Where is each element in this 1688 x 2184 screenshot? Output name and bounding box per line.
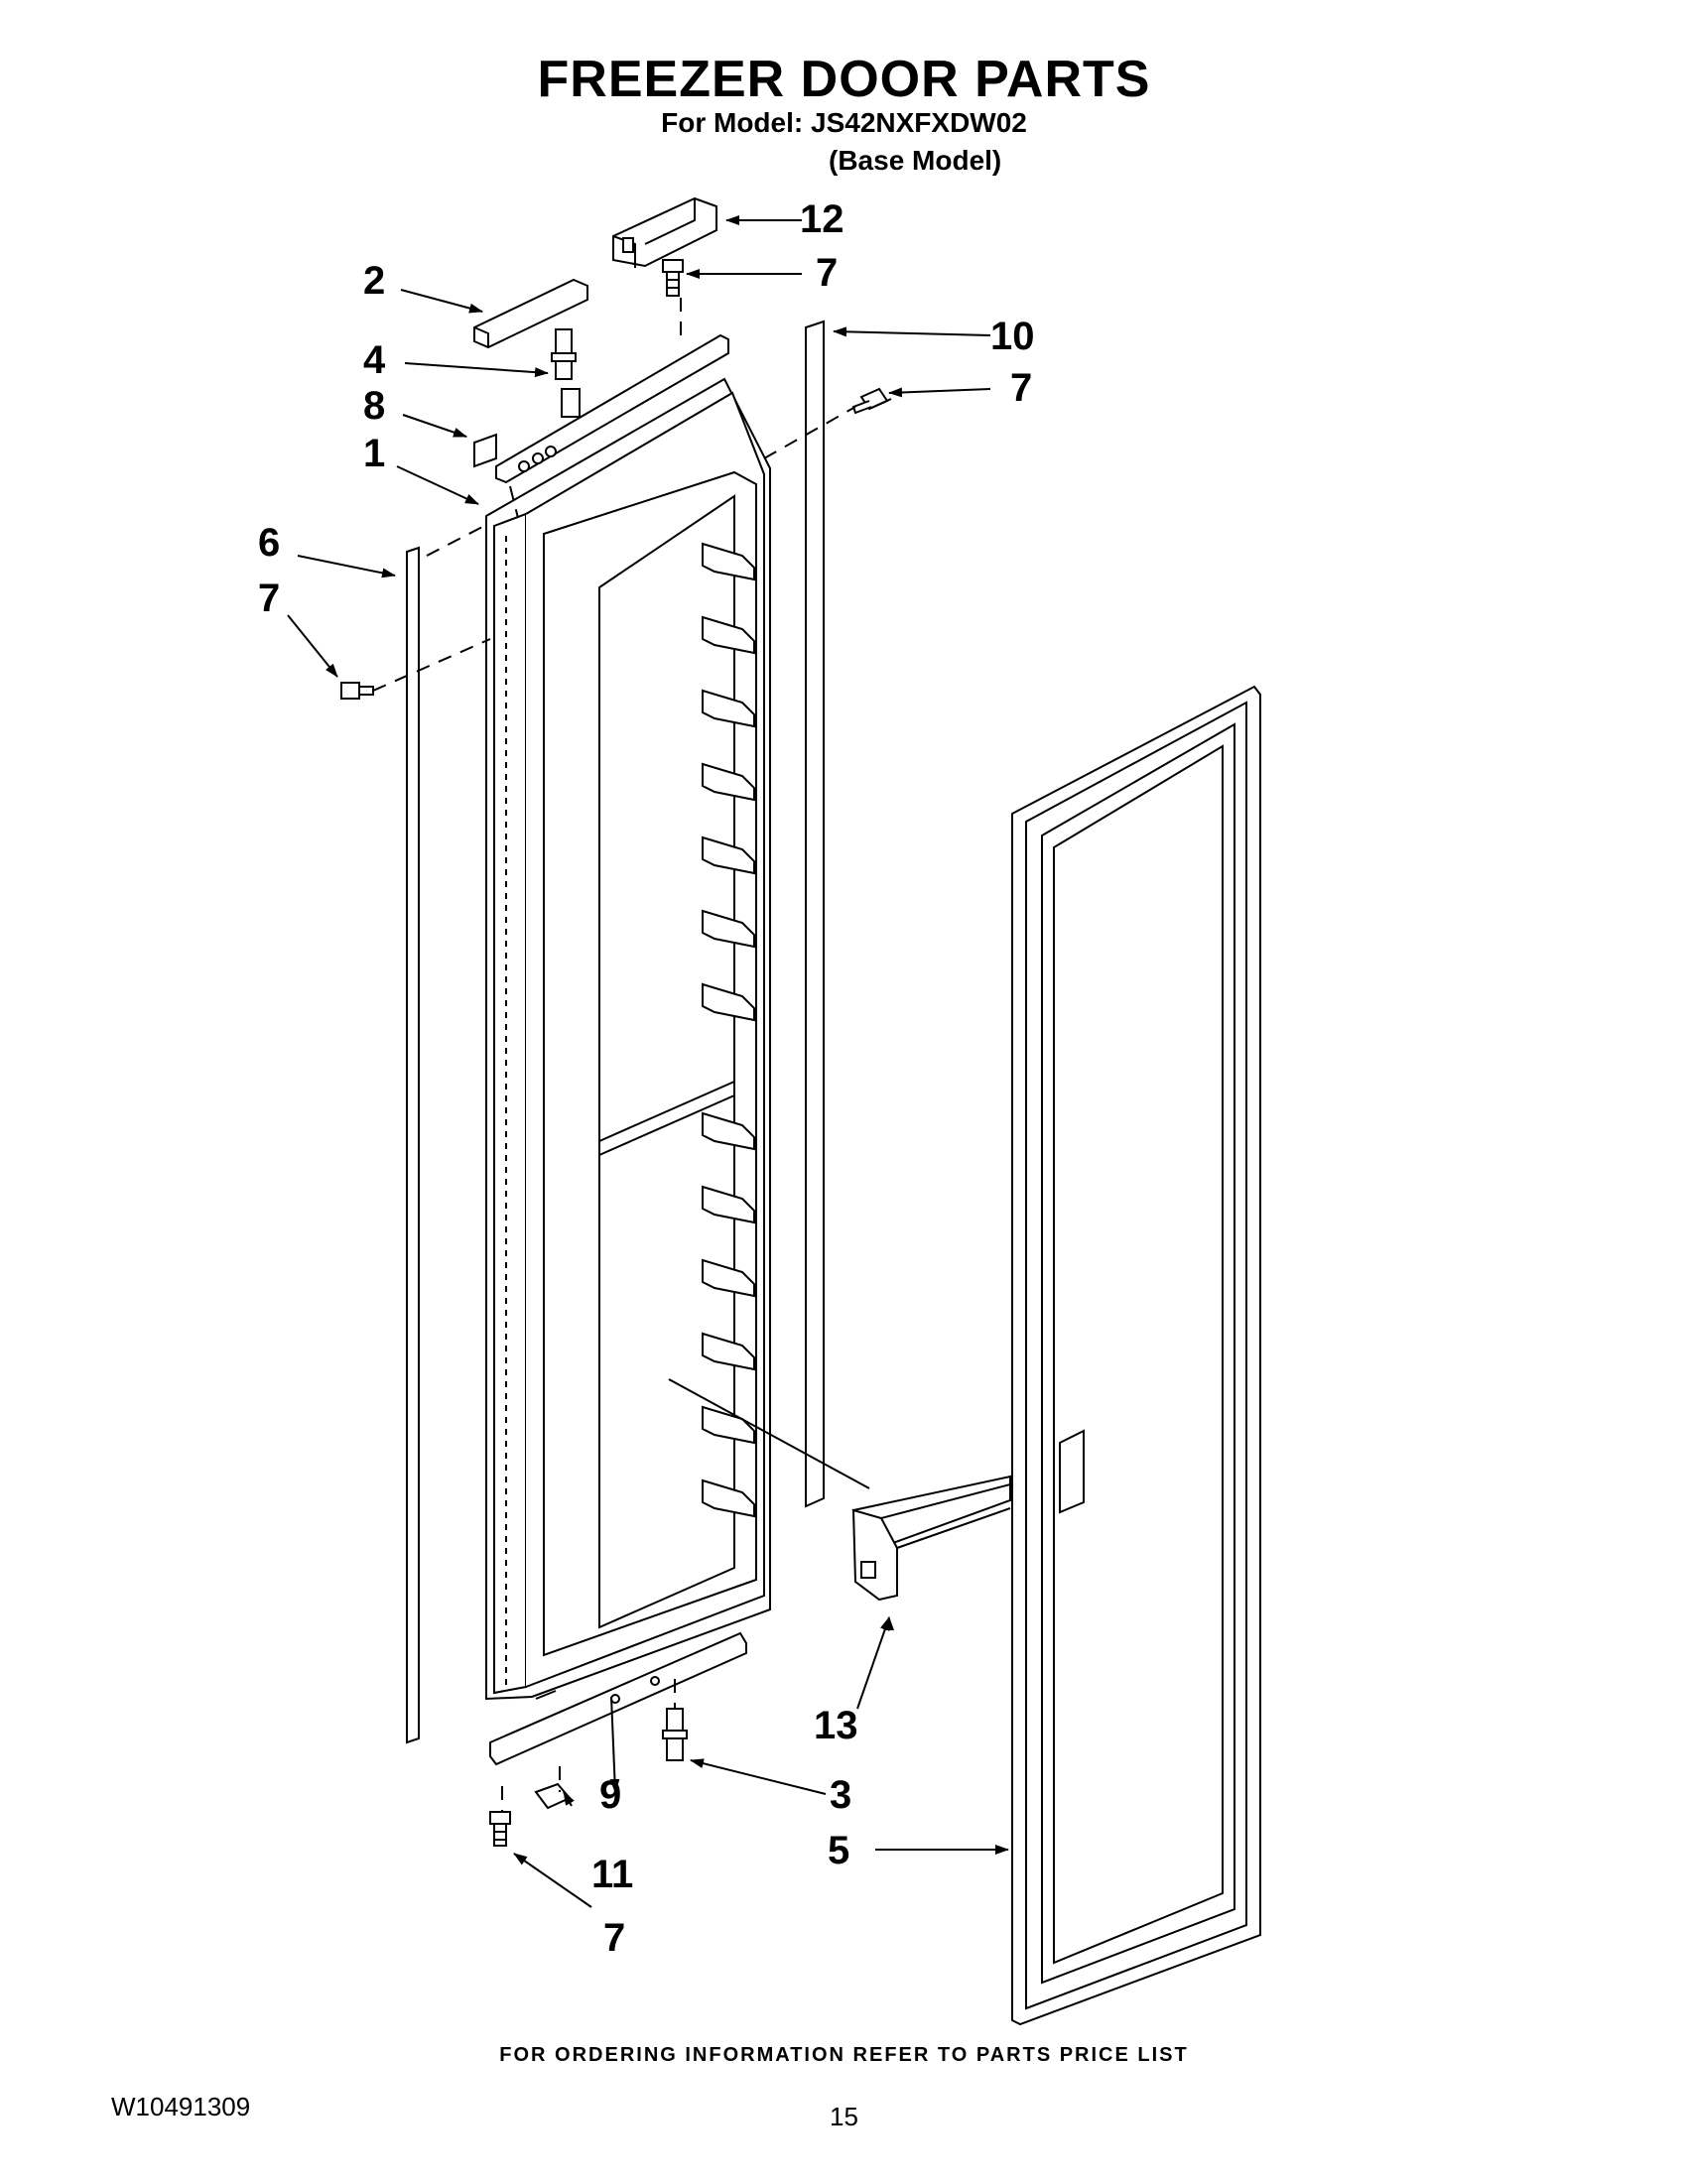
base-model-label: (Base Model) — [829, 145, 1002, 176]
callout-8: 8 — [363, 384, 385, 428]
callout-9: 9 — [599, 1773, 621, 1817]
top-hinge-bracket — [495, 333, 729, 484]
callout-7-left: 7 — [258, 577, 280, 620]
leader-lines — [287, 215, 1009, 1908]
callout-11: 11 — [591, 1853, 633, 1896]
callout-10: 10 — [990, 315, 1035, 358]
callout-4: 4 — [363, 338, 386, 382]
part-5-outer-door-panel — [1011, 685, 1261, 2026]
part-10-door-strip — [805, 320, 825, 1508]
part-7-screw-top — [662, 259, 684, 297]
page-number: 15 — [830, 2102, 858, 2131]
ordering-note: FOR ORDERING INFORMATION REFER TO PARTS … — [499, 2044, 1189, 2066]
part-12-hinge-cover — [612, 196, 717, 268]
part-13-handle — [851, 1475, 1011, 1602]
part-4-hinge-pin — [551, 328, 577, 380]
part-9-bottom-bracket — [489, 1631, 747, 1766]
shelf-brackets — [702, 542, 755, 1518]
callout-7-right: 7 — [1010, 366, 1032, 410]
part-3-hinge-pin — [662, 1708, 688, 1761]
part-6-door-strip — [406, 546, 420, 1744]
callout-13: 13 — [814, 1704, 858, 1747]
callout-7-bottom: 7 — [603, 1916, 625, 1960]
page-title: FREEZER DOOR PARTS — [537, 51, 1151, 108]
callout-6: 6 — [258, 521, 280, 565]
callout-3: 3 — [830, 1773, 851, 1817]
model-line: For Model: JS42NXFXDW02 — [661, 107, 1027, 138]
document-number: W10491309 — [111, 2092, 251, 2121]
callout-2: 2 — [363, 259, 385, 303]
callout-5: 5 — [828, 1829, 849, 1872]
part-7-screw-bottom — [489, 1811, 511, 1847]
part-7-screw-right — [851, 387, 892, 415]
part-2-trim-piece — [473, 278, 588, 349]
part-1-inner-door-liner — [485, 377, 771, 1701]
assembly-lines — [372, 298, 856, 1812]
part-8-small-bracket — [473, 433, 497, 468]
part-7-screw-left — [340, 682, 374, 700]
part-11-clip — [534, 1782, 572, 1810]
callout-7-top: 7 — [816, 251, 838, 295]
handle-assembly-line — [668, 1378, 870, 1489]
callout-1: 1 — [363, 432, 385, 475]
callout-12: 12 — [800, 197, 844, 241]
